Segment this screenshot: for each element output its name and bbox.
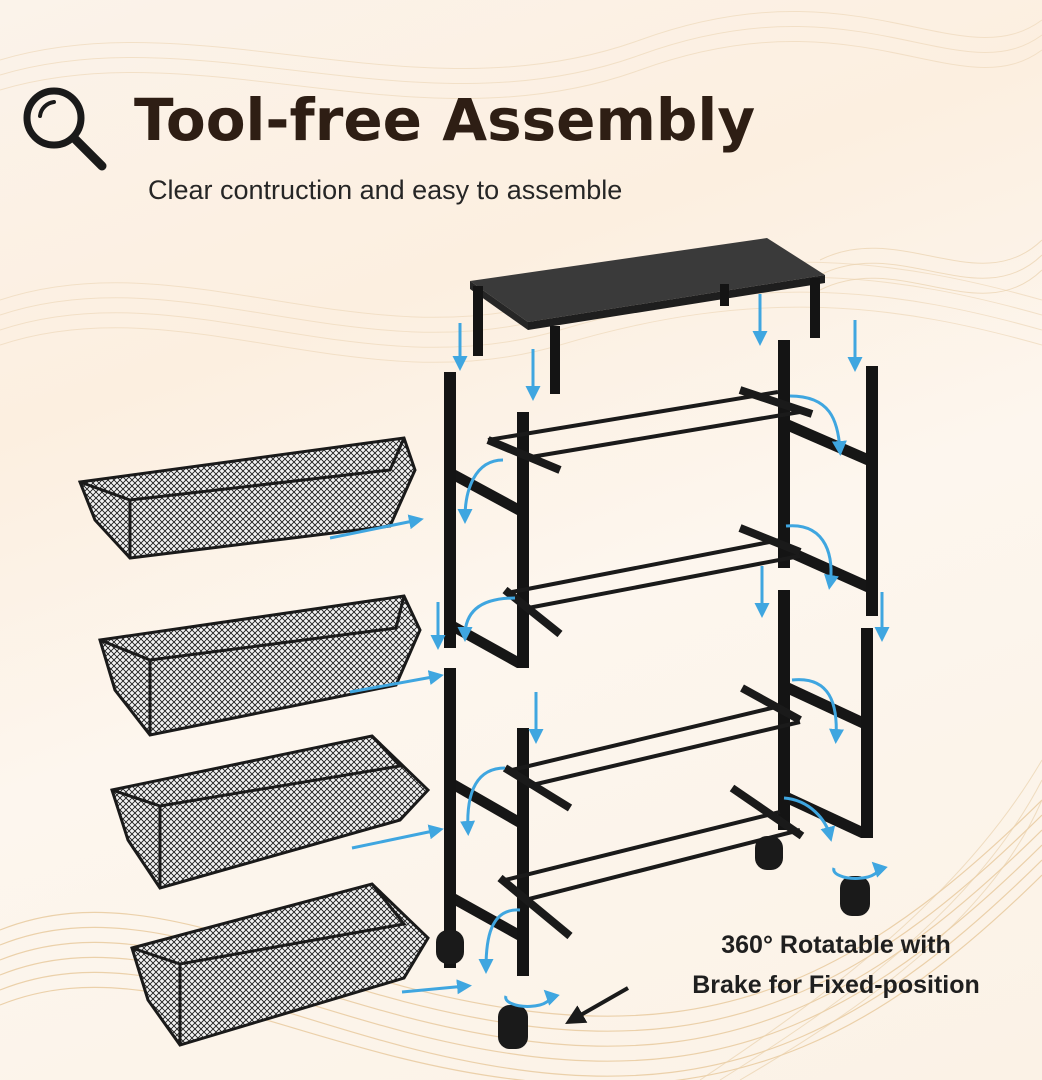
caster-wheels [436, 836, 870, 1049]
rotate-icon [504, 861, 888, 1008]
caster-caption-line2: Brake for Fixed-position [692, 971, 980, 999]
mesh-basket-4 [130, 882, 430, 1047]
caster-caption-line1: 360° Rotatable with [721, 931, 951, 959]
page-title: Tool-free Assembly [134, 86, 756, 154]
assembly-arrows [329, 294, 890, 995]
mesh-basket-3 [110, 734, 431, 890]
top-shelf-board [470, 238, 825, 394]
mesh-basket-2 [98, 594, 422, 737]
search-icon [23, 87, 107, 171]
frame-posts [444, 340, 878, 976]
caster-caption: 360° Rotatable with Brake for Fixed-posi… [656, 925, 1016, 1005]
pointer-arrow-icon [565, 986, 629, 1024]
mesh-basket-1 [77, 436, 417, 560]
shelf-rails [486, 386, 814, 940]
page-subtitle: Clear contruction and easy to assemble [148, 175, 623, 205]
